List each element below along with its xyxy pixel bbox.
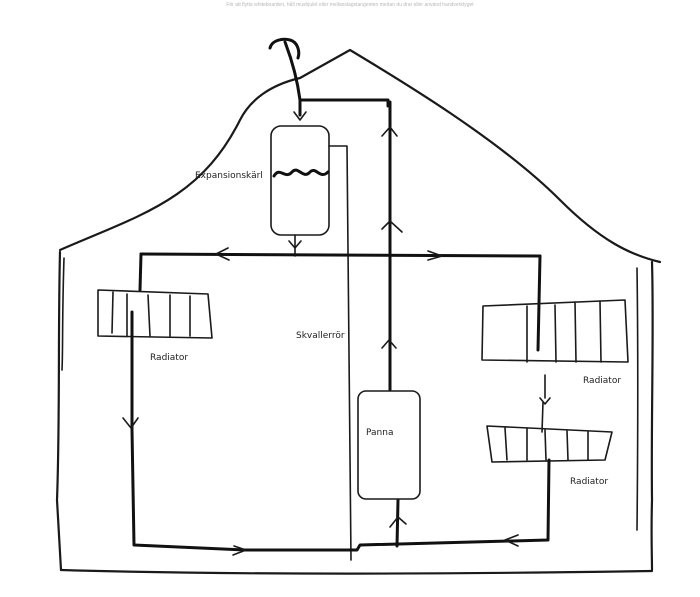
distribution-arrow-right: [427, 250, 443, 261]
house-wall-left: [55, 250, 63, 572]
label-radiator-right-bottom: Radiator: [570, 477, 608, 487]
house-wall-left-inner: [61, 257, 65, 371]
inlet-arrow: [293, 111, 307, 121]
right-return-pipe: [244, 458, 551, 552]
house-roof: [58, 48, 662, 264]
label-expansion-vessel: Expansionskärl: [195, 171, 263, 181]
riser-arrow-1: [381, 126, 398, 137]
radiator-right-top-fins: [526, 300, 602, 363]
boiler-inlet-arrow: [389, 516, 407, 528]
radiator-right-bottom-fins: [504, 427, 589, 461]
vessel-water-level: [272, 168, 330, 178]
radiator-left: [97, 289, 213, 339]
expansion-vessel: [270, 125, 330, 236]
boiler: [357, 390, 421, 500]
house-wall-right: [650, 260, 654, 572]
house-wall-right-inner: [636, 267, 639, 531]
riser-arrow-2: [381, 220, 403, 233]
radiator-right-top: [481, 299, 629, 363]
whiteboard-hint: För att flytta whiteboarden, håll mushju…: [226, 2, 474, 8]
boiler-inlet-pipe: [395, 498, 400, 548]
radiator-left-fins: [111, 291, 191, 337]
house-floor: [59, 568, 654, 575]
radiator-right-bottom: [486, 425, 613, 463]
label-overflow-pipe: Skvallerrör: [296, 331, 345, 341]
inlet-hook: [268, 37, 301, 60]
top-supply-line: [298, 98, 390, 108]
label-radiator-left: Radiator: [150, 353, 188, 363]
riser-arrow-3: [381, 339, 397, 349]
right-return-arrow: [504, 534, 519, 547]
left-return-arrow-down: [122, 417, 139, 429]
distribution-arrow-left: [215, 247, 230, 261]
label-radiator-right-top: Radiator: [583, 376, 621, 386]
overflow-pipe: [328, 145, 352, 561]
right-connector-pipe: [539, 374, 551, 433]
label-boiler: Panna: [366, 428, 393, 438]
left-return-pipe: [130, 310, 247, 552]
left-branch-pipe: [138, 252, 143, 292]
distribution-line: [139, 252, 542, 258]
vessel-bottom-arrow: [288, 240, 302, 249]
